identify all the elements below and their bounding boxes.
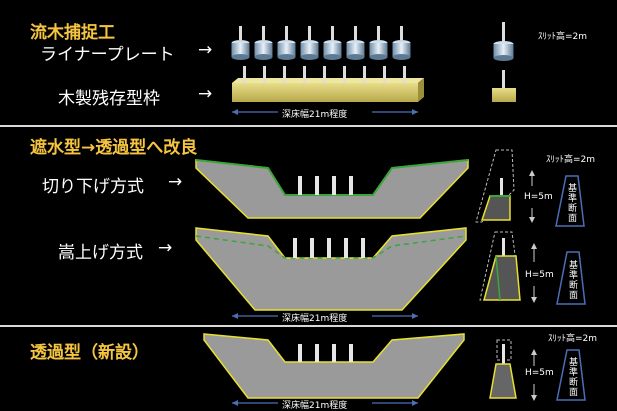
wood-frame-arrow: → (198, 84, 213, 104)
liner-plate-mini-icon (493, 22, 514, 61)
std-section-shape-1 (555, 175, 585, 227)
section-2-width-label: 深床幅21m程度 (282, 314, 348, 324)
h-arrow-2 (531, 243, 537, 303)
liner-plate-label: ライナープレート (40, 45, 175, 65)
raise-mini-section (479, 231, 521, 301)
h-label-2: H=5m (525, 270, 554, 280)
new-mini-section (489, 339, 517, 399)
h-label-3: H=5m (525, 368, 554, 378)
std-section-label-3: 基準断面 (567, 357, 577, 397)
section-3-title: 透過型（新設） (30, 343, 149, 363)
cut-down-mini-section (475, 149, 515, 223)
section-3-slit-label: ｽﾘｯﾄ高=2m (548, 334, 598, 344)
h-arrow-1 (529, 170, 535, 223)
std-section-shape-2 (556, 251, 586, 305)
divider-1 (0, 125, 617, 127)
cut-down-dam (195, 159, 469, 219)
wood-frame-label: 木製残存型枠 (58, 89, 160, 109)
divider-2 (0, 325, 617, 327)
h-arrow-3 (531, 349, 537, 401)
std-section-shape-3 (556, 349, 586, 401)
section-2-slit-label: ｽﾘｯﾄ高=2m (546, 155, 596, 165)
new-permeable-dam (203, 333, 465, 399)
liner-plate-arrow: → (198, 40, 213, 60)
wood-frame-block (232, 66, 424, 102)
section-3-width-label: 深床幅21m程度 (282, 401, 348, 411)
section-1-slit-label: ｽﾘｯﾄ高=2m (538, 32, 588, 42)
cut-down-arrow: → (168, 172, 183, 192)
wood-frame-mini-icon (492, 70, 516, 102)
cut-down-label: 切り下げ方式 (42, 177, 144, 197)
raise-dam (195, 227, 467, 311)
section-3-width-arrow (232, 400, 418, 406)
raise-label: 嵩上げ方式 (58, 243, 143, 263)
section-1-width-label: 深床幅21m程度 (282, 110, 348, 120)
raise-arrow: → (158, 238, 173, 258)
h-label-1: H=5m (524, 192, 553, 202)
std-section-label-1: 基準断面 (566, 183, 576, 223)
std-section-label-2: 基準断面 (567, 260, 577, 300)
section-1-width-arrow (232, 109, 418, 115)
section-2-title: 遮水型→透過型へ改良 (30, 138, 198, 158)
liner-plate-cylinders (231, 26, 411, 60)
section-1-title: 流木捕捉工 (30, 23, 115, 43)
section-2-width-arrow (232, 313, 418, 319)
